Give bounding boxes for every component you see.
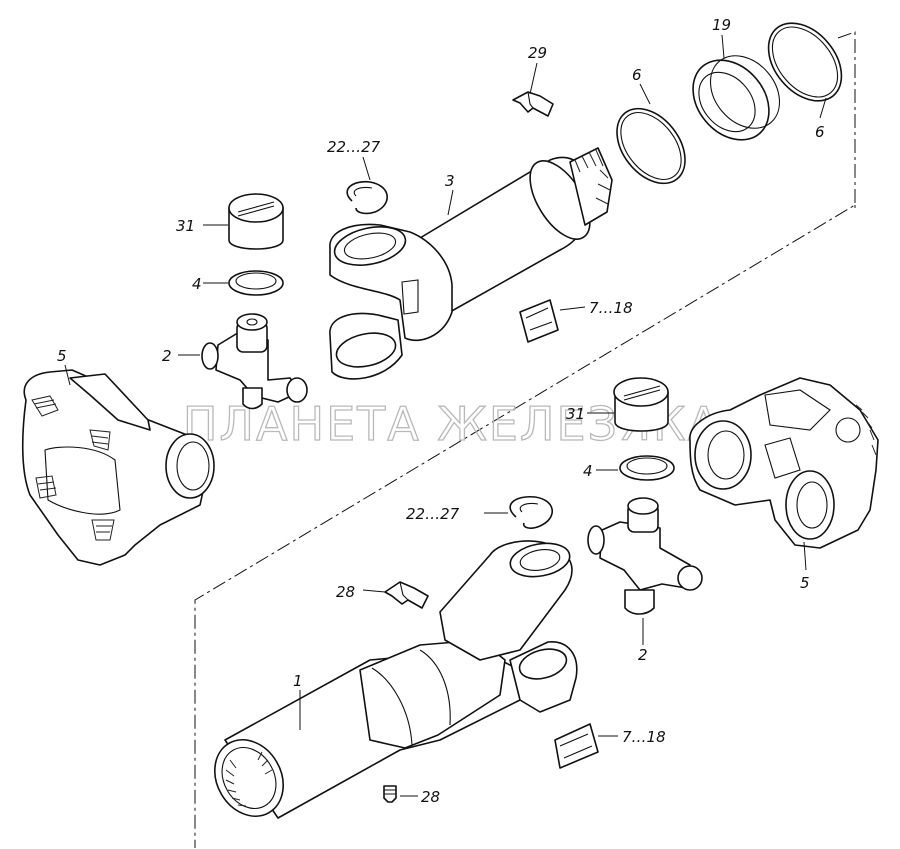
callout-28-upper: 29 [528,44,547,62]
leader-lines [64,34,827,797]
part-28-bracket-lower [384,581,429,609]
callout-31-lower: 31 [566,405,585,423]
part-4-seal-upper [228,270,284,296]
callout-31-upper: 31 [176,217,195,235]
part-5-flange-yoke-left [21,369,215,566]
part-3-slip-yoke [329,147,613,380]
assembly-frame [194,31,856,848]
callout-6-left: 6 [632,66,642,84]
callout-22-27-lower: 22…27 [406,505,460,523]
part-5-flange-yoke-right [689,377,879,549]
part-6-seal-ring-left [616,107,686,185]
callout-3: 3 [445,172,455,190]
callout-2-upper: 2 [162,347,172,365]
part-2-universal-joint-cross-upper [201,313,308,410]
callout-29: 28 [421,788,440,806]
callout-1: 1 [293,672,303,690]
part-29-grease-fitting [383,785,397,803]
callout-7-18-upper: 7…18 [589,299,633,317]
part-2-universal-joint-cross-lower [587,497,703,615]
part-1-shaft-yoke [214,540,578,819]
callout-labels: 29 6 19 6 22…27 3 31 4 2 5 7…18 31 4 22…… [57,16,825,806]
callout-7-18-lower: 7…18 [622,728,666,746]
part-4-seal-lower [619,455,675,481]
part-7-18-balance-plate-lower [554,723,599,769]
part-31-bearing-cap-lower [613,377,669,432]
callout-6-right: 6 [815,123,825,141]
part-31-bearing-cap-upper [228,193,284,250]
callout-5-right: 5 [800,574,810,592]
part-19-bushing [692,55,781,141]
part-6-seal-ring-right [767,22,843,102]
callout-4-lower: 4 [583,462,593,480]
callout-2-lower: 2 [638,646,648,664]
callout-5-left: 5 [57,347,67,365]
callout-22-27-upper: 22…27 [327,138,381,156]
part-28-bracket-upper [512,91,554,117]
part-7-18-balance-plate-upper [519,299,559,343]
part-22-27-snap-ring-lower [509,495,553,529]
part-22-27-snap-ring-upper [346,180,388,215]
callout-19: 19 [712,16,731,34]
callout-28-lower: 28 [336,583,355,601]
callout-4-upper: 4 [192,275,202,293]
